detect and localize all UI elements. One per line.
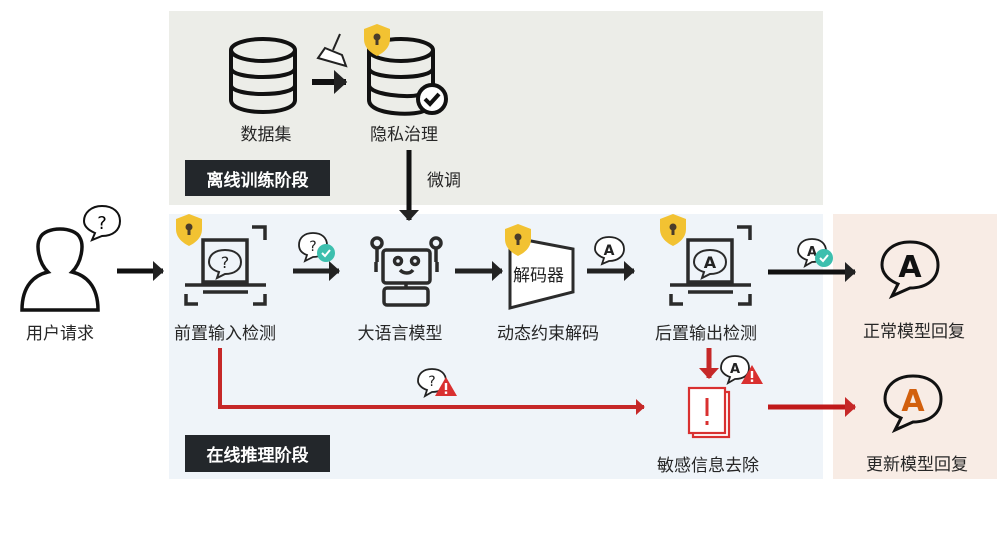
- offline-stage-label: 离线训练阶段: [185, 160, 330, 196]
- output-shield-icon: [660, 214, 686, 246]
- svg-text:A: A: [807, 245, 817, 260]
- sensitive-removal-label: 敏感信息去除: [657, 456, 759, 476]
- svg-text:A: A: [898, 250, 922, 285]
- normal-reply-label: 正常模型回复: [863, 322, 965, 342]
- sensitive-path-arrow: [218, 348, 645, 415]
- svg-text:?: ?: [97, 213, 107, 234]
- answer-a-icon: A: [704, 253, 717, 272]
- svg-text:A: A: [604, 243, 615, 259]
- svg-text:?: ?: [428, 374, 435, 390]
- llm-label: 大语言模型: [357, 324, 443, 344]
- constrained-decoding-label: 动态约束解码: [497, 324, 599, 344]
- answer-bubble-icon: A: [594, 236, 625, 266]
- input-shield-icon: [176, 214, 202, 246]
- warning-answer-bubble-icon: A: [720, 355, 763, 385]
- dataset-label: 数据集: [240, 125, 292, 145]
- checked-question-bubble-icon: ?: [298, 232, 336, 263]
- svg-text:A: A: [730, 362, 740, 377]
- input-detection-label: 前置输入检测: [174, 324, 276, 344]
- question-mark-icon: ?: [221, 253, 230, 272]
- decoder-label: 解码器: [513, 266, 564, 286]
- question-bubble-icon: ?: [82, 204, 122, 242]
- finetune-label: 微调: [427, 171, 461, 191]
- privacy-governance-label: 隐私治理: [370, 125, 438, 145]
- output-detection-icon: [669, 225, 752, 306]
- svg-text:A: A: [901, 384, 925, 419]
- online-stage-label: 在线推理阶段: [185, 435, 330, 472]
- input-detection-icon: [184, 225, 267, 306]
- warning-question-bubble-icon: ?: [417, 368, 457, 398]
- user-icon: [20, 227, 100, 312]
- svg-text:?: ?: [309, 239, 316, 255]
- sensitive-document-icon: [687, 386, 731, 439]
- output-detection-label: 后置输出检测: [655, 324, 757, 344]
- governed-database-icon: [367, 37, 448, 116]
- user-request-label: 用户请求: [26, 324, 94, 344]
- updated-reply-label: 更新模型回复: [866, 455, 968, 475]
- checked-answer-bubble-icon: A: [797, 238, 834, 268]
- model-output-panel: [833, 214, 997, 479]
- normal-reply-bubble-icon: A: [880, 240, 940, 300]
- broom-icon: [316, 33, 348, 68]
- database-icon: [229, 37, 297, 114]
- robot-llm-icon: [370, 236, 443, 307]
- updated-reply-bubble-icon: A: [883, 374, 943, 434]
- decoder-trapezoid: [508, 235, 575, 310]
